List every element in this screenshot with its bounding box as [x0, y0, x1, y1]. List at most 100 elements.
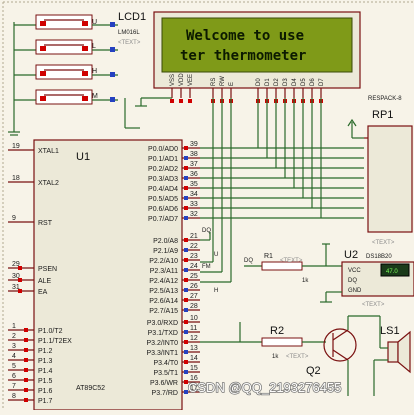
lcd-pin-label: RW — [220, 76, 226, 86]
mcu-pin-number: 28 — [190, 303, 198, 310]
lcd-pin-label: D6 — [310, 78, 316, 86]
rp1-ref: RP1 — [372, 109, 393, 121]
ls1-ref: LS1 — [380, 325, 400, 337]
speaker-ls1[interactable]: LS1 — [348, 315, 411, 396]
mcu-left-pins: 19XTAL118XTAL29RST29PSEN30ALE31EA1P1.0/T… — [8, 143, 72, 405]
u2-ref: U2 — [344, 249, 358, 261]
r2-hint: <TEXT> — [286, 354, 309, 360]
temperature-value: 47.0 — [386, 269, 398, 275]
lcd-model: LM016L — [118, 30, 140, 36]
lcd-pin-label: VDD — [179, 73, 185, 86]
u2-pin-dq: DQ — [348, 278, 357, 284]
pin-state-icon — [24, 328, 28, 332]
mcu-pin-number: 29 — [12, 261, 20, 268]
pin-state-icon — [24, 368, 28, 372]
button-m[interactable]: M — [14, 89, 118, 105]
button-contact-icon — [40, 21, 46, 26]
mcu-pin-number: 39 — [190, 141, 198, 148]
mcu-pin-name: P3.2/INT0 — [146, 340, 178, 347]
mcu-pin-number: 11 — [190, 325, 197, 332]
mcu-pin-number: 21 — [190, 233, 198, 240]
mcu-pin-name: P3.4/T0 — [153, 360, 178, 367]
pin-state-icon — [170, 99, 174, 103]
pin-state-icon — [24, 388, 28, 392]
mcu-port0-pins: 39P0.0/AD038P0.1/AD137P0.2/AD236P0.3/AD3… — [148, 141, 200, 223]
button-u[interactable]: U — [14, 14, 118, 30]
mcu-pin-number: 19 — [12, 143, 20, 150]
mcu-pin-name: P0.1/AD1 — [148, 156, 178, 163]
button-l[interactable]: L — [14, 39, 118, 55]
lcd-pin-label: RS — [211, 78, 217, 86]
pin-state-icon — [184, 146, 188, 150]
pin-state-icon — [179, 99, 183, 103]
mcu-pin-name: P3.1/TXD — [148, 330, 178, 337]
lcd-line-1: Welcome to use — [186, 28, 304, 44]
mcu-pin-number: 33 — [190, 201, 198, 208]
mcu-pin-number: 8 — [12, 393, 16, 400]
mcu-pin-name: XTAL1 — [38, 148, 59, 155]
mcu-pin-number: 38 — [190, 151, 198, 158]
pin-state-icon — [184, 298, 188, 302]
transistor-q2[interactable]: Q2 — [306, 316, 357, 396]
mcu-pin-name: P2.7/A15 — [149, 308, 178, 315]
resistor-pack-rp1[interactable]: RP1 RESPACK-8 <TEXT> — [347, 96, 413, 246]
pin-state-icon — [184, 360, 188, 364]
button-label-h: H — [92, 68, 97, 75]
pin-state-icon — [24, 348, 28, 352]
mcu-pin-name: P2.5/A13 — [149, 288, 178, 295]
mcu-pin-number: 5 — [12, 363, 16, 370]
pin-state-icon — [184, 238, 188, 242]
mcu-pin-number: 36 — [190, 171, 198, 178]
resistor-r1[interactable]: R1 1k <TEXT> — [244, 243, 342, 284]
mcu-pin-number: 30 — [12, 273, 20, 280]
pin-state-icon — [184, 206, 188, 210]
mcu-pin-name: P1.2 — [38, 348, 53, 355]
resistor-r2[interactable]: R2 1k <TEXT> — [200, 322, 326, 360]
net-label-dq-2: DQ — [244, 258, 253, 264]
mcu-pin-number: 37 — [190, 161, 198, 168]
lcd-pin-label: D1 — [265, 78, 271, 86]
mcu-u1[interactable]: U1 AT89C52 19XTAL118XTAL29RST29PSEN30ALE… — [8, 139, 200, 411]
lcd-module[interactable]: LCD1 LM016L <TEXT> Welcome to use ter th… — [118, 11, 361, 129]
lcd-ref: LCD1 — [118, 11, 146, 23]
sensor-u2[interactable]: U2 DS18B20 VCC DQ GND 47.0 <TEXT> — [320, 249, 414, 308]
pin-state-icon — [184, 196, 188, 200]
mcu-pin-number: 4 — [12, 353, 16, 360]
u2-pin-vcc: VCC — [348, 268, 361, 274]
mcu-pin-number: 14 — [190, 355, 198, 362]
r2-ref: R2 — [270, 325, 284, 337]
mcu-pin-name: P2.4/A12 — [149, 278, 178, 285]
push-button-group: U L H — [8, 14, 118, 136]
pin-state-icon — [188, 99, 192, 103]
pin-state-icon — [184, 320, 188, 324]
mcu-pin-name: EA — [38, 289, 48, 296]
net-label-h: H — [214, 288, 218, 294]
lcd-pin-label: VSS — [170, 74, 176, 86]
pin-state-icon — [184, 330, 188, 334]
speaker-icon — [387, 341, 399, 363]
rp1-label: RESPACK-8 — [368, 96, 402, 102]
button-h[interactable]: H — [14, 64, 118, 80]
pin-state-icon — [24, 358, 28, 362]
net-label-dq: DQ — [202, 228, 211, 234]
lcd-pin-label: D0 — [256, 78, 262, 86]
lcd-screen — [161, 17, 353, 73]
lcd-pin-label: VEE — [188, 74, 194, 86]
mcu-pin-name: PSEN — [38, 266, 57, 273]
lcd-line-2: ter thermometer — [180, 48, 306, 64]
mcu-pin-name: P1.0/T2 — [38, 328, 63, 335]
mcu-pin-name: P1.4 — [38, 368, 53, 375]
q2-ref: Q2 — [306, 365, 321, 377]
pin-state-icon — [184, 278, 188, 282]
lcd-pin-label: D2 — [274, 78, 280, 86]
button-label-m: M — [92, 93, 98, 100]
pin-state-icon — [184, 380, 188, 384]
mcu-pin-name: P0.3/AD3 — [148, 176, 178, 183]
lcd-pin-label: D7 — [319, 78, 325, 86]
mcu-pin-name: P2.6/A14 — [149, 298, 178, 305]
pin-state-icon — [184, 340, 188, 344]
button-label-u: U — [92, 19, 97, 26]
r2-value: 1k — [272, 354, 279, 360]
lcd-text-hint: <TEXT> — [118, 40, 141, 46]
mcu-pin-name: P3.3/INT1 — [146, 350, 178, 357]
